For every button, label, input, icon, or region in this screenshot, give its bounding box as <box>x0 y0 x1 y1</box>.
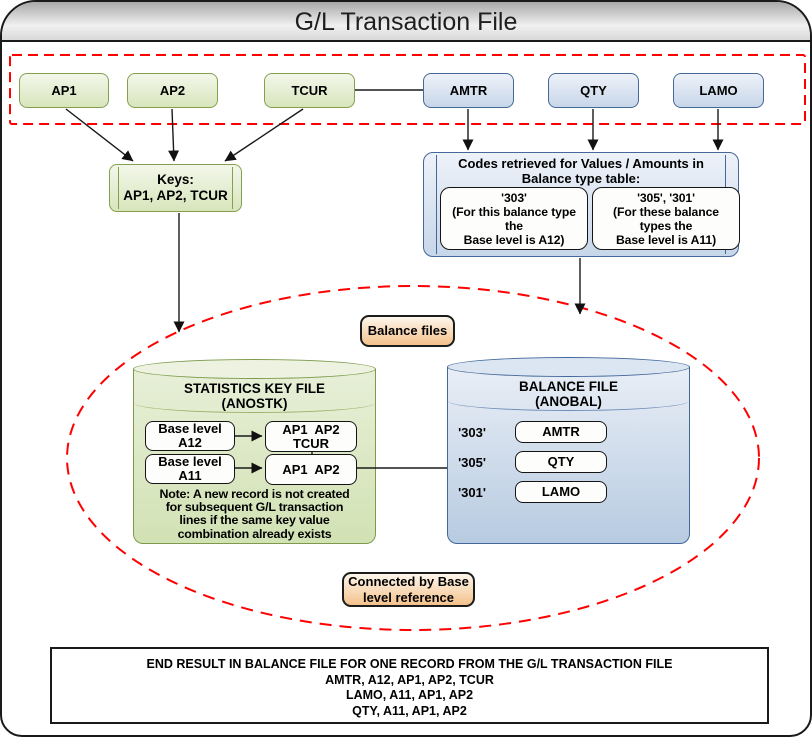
note-line: for subsequent G/L transaction <box>165 500 344 515</box>
keyset-line: AP1 AP2 <box>282 461 340 477</box>
field-label: LAMO <box>699 82 738 98</box>
cylinder-lid <box>447 357 690 377</box>
arrow-ap1-to-keys <box>65 108 134 162</box>
balance-title-line1: BALANCE FILE <box>519 379 618 394</box>
arrow-ap2-to-keys <box>168 108 180 162</box>
balance-code-301: '301' <box>458 484 486 500</box>
base-level-line: A11 <box>178 468 202 483</box>
note-line: Note: A new record is not created <box>159 487 350 501</box>
keys-line2: AP1, AP2, TCUR <box>123 188 228 203</box>
balance-row-amtr: AMTR <box>515 421 607 443</box>
balance-row-label: LAMO <box>541 484 581 499</box>
balance-title-line2: (ANOBAL) <box>535 394 602 409</box>
field-box-qty: QTY <box>548 73 639 108</box>
field-label: AP1 <box>51 82 77 98</box>
balance-file-title: BALANCE FILE (ANOBAL) <box>447 379 690 409</box>
codes-305-301-box: '305', '301' (For these balance types th… <box>592 187 740 250</box>
statistics-file-title: STATISTICS KEY FILE (ANOSTK) <box>133 381 376 411</box>
transaction-fields-dashed-outline <box>9 54 806 125</box>
codes-title-line1: Codes retrieved for Values / Amounts in <box>458 156 704 171</box>
keyset-line: AP1 AP2 <box>282 421 340 437</box>
side-bar <box>118 167 119 209</box>
field-box-ap1: AP1 <box>19 73 109 108</box>
codes-305-line: types the <box>639 218 693 233</box>
title-bar <box>2 2 810 42</box>
balance-row-qty: QTY <box>515 451 607 473</box>
connected-by-base-badge: Connected by Base level reference <box>342 572 475 607</box>
codes-305-line: '305', '301' <box>637 190 695 205</box>
field-box-tcur: TCUR <box>264 73 355 108</box>
codes-303-line: '303' <box>501 190 527 205</box>
keys-line1: Keys: <box>157 172 194 187</box>
end-result-line: AMTR, A12, AP1, AP2, TCUR <box>325 672 494 687</box>
end-result-line: QTY, A11, AP1, AP2 <box>352 703 467 718</box>
cylinder-band-curve <box>448 391 689 411</box>
balance-files-badge: Balance files <box>360 315 455 347</box>
codes-303-line: the <box>505 218 523 233</box>
codes-303-box: '303' (For this balance type the Base le… <box>440 187 588 250</box>
base-level-line: A12 <box>178 435 202 450</box>
codes-303-line: (For this balance type <box>452 204 576 219</box>
field-label: TCUR <box>291 82 328 98</box>
side-bar <box>436 155 437 254</box>
cylinder-band-curve <box>134 393 375 413</box>
field-label: AP2 <box>159 82 186 98</box>
end-result-line: END RESULT IN BALANCE FILE FOR ONE RECOR… <box>146 657 673 671</box>
badge-line2: level reference <box>362 589 455 605</box>
balance-row-label: QTY <box>547 454 575 469</box>
keyset-line: TCUR <box>292 435 330 451</box>
balance-files-dashed-ellipse <box>66 285 760 631</box>
statistics-title-line2: (ANOSTK) <box>221 396 288 411</box>
keyset-a12-box: AP1 AP2 TCUR <box>265 421 357 452</box>
cylinder-lid <box>133 359 376 379</box>
keyset-a11-box: AP1 AP2 <box>265 454 357 485</box>
codes-box: Codes retrieved for Values / Amounts in … <box>423 152 740 257</box>
codes-305-line: Base level is A11) <box>615 232 717 247</box>
statistics-title-line1: STATISTICS KEY FILE <box>183 381 325 396</box>
statistics-note: Note: A new record is not created for su… <box>137 487 372 541</box>
base-level-line: Base level <box>158 421 222 436</box>
field-box-amtr: AMTR <box>423 73 514 108</box>
balance-row-label: AMTR <box>542 424 580 439</box>
field-label: QTY <box>580 82 607 98</box>
field-label: AMTR <box>449 82 488 98</box>
arrow-tcur-to-keys <box>224 108 304 162</box>
codes-305-line: (For these balance <box>613 204 719 219</box>
page-title: G/L Transaction File <box>294 7 518 36</box>
field-box-lamo: LAMO <box>673 73 764 108</box>
keys-box: Keys: AP1, AP2, TCUR <box>109 164 242 212</box>
note-line: lines if the same key value <box>179 513 330 528</box>
side-bar <box>232 167 233 209</box>
balance-row-lamo: LAMO <box>515 481 607 503</box>
balance-code-305: '305' <box>458 454 486 470</box>
balance-code-303: '303' <box>458 424 486 440</box>
end-result-box: END RESULT IN BALANCE FILE FOR ONE RECOR… <box>50 647 769 724</box>
note-line: combination already exists <box>177 526 332 541</box>
codes-title-line2: Balance type table: <box>521 171 641 186</box>
badge-label: Balance files <box>367 323 448 338</box>
field-box-ap2: AP2 <box>127 73 218 108</box>
base-level-a11-box: Base level A11 <box>145 454 235 484</box>
end-result-line: LAMO, A11, AP1, AP2 <box>345 688 474 702</box>
codes-303-line: Base level is A12) <box>463 232 565 247</box>
base-level-line: Base level <box>158 454 222 469</box>
badge-line1: Connected by Base <box>348 573 469 589</box>
base-level-a12-box: Base level A12 <box>145 421 235 451</box>
codes-box-title: Codes retrieved for Values / Amounts in … <box>424 156 738 186</box>
